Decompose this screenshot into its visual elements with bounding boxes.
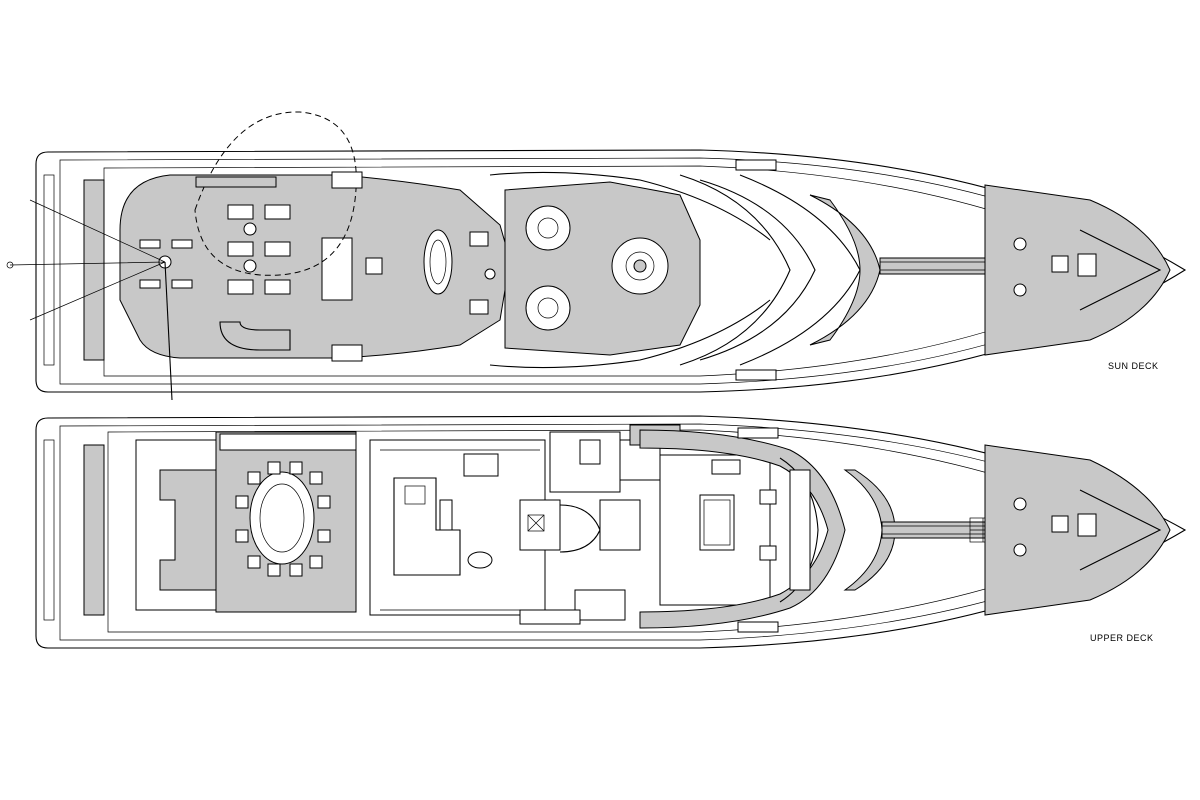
aft-dining-table [249, 471, 315, 565]
sun-deck-plan [6, 111, 1187, 401]
sun-deck-label: SUN DECK [1108, 361, 1159, 371]
upper-deck-salon [369, 439, 546, 616]
crane-swing-radius [194, 111, 357, 276]
upper-deck-label: UPPER DECK [1090, 633, 1154, 643]
sun-deck-jacuzzi [525, 205, 571, 251]
upper-deck-plan [35, 415, 1187, 649]
